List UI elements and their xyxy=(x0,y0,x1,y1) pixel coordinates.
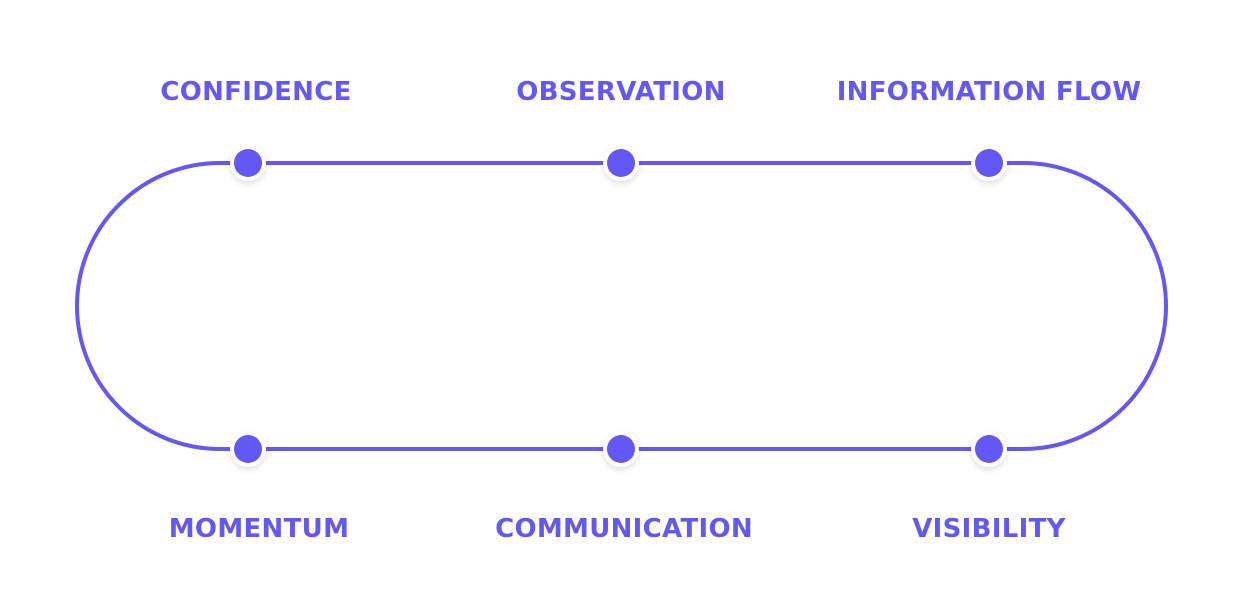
top-label-confidence: CONFIDENCE xyxy=(160,77,352,107)
bottom-label-visibility: VISIBILITY xyxy=(912,514,1066,544)
node-dot xyxy=(234,149,262,177)
node-dot xyxy=(607,435,635,463)
bottom-node-visibility xyxy=(971,431,1007,467)
node-dot xyxy=(234,435,262,463)
top-label-information-flow: INFORMATION FLOW xyxy=(836,77,1142,107)
bottom-node-communication xyxy=(603,431,639,467)
node-dot xyxy=(975,435,1003,463)
top-label-observation: OBSERVATION xyxy=(516,77,726,107)
bottom-label-momentum: MOMENTUM xyxy=(168,514,350,544)
node-dot xyxy=(607,149,635,177)
bottom-node-momentum xyxy=(230,431,266,467)
bottom-label-communication: COMMUNICATION xyxy=(495,514,753,544)
top-node-information-flow xyxy=(971,145,1007,181)
node-dot xyxy=(975,149,1003,177)
top-node-confidence xyxy=(230,145,266,181)
loop-track xyxy=(75,161,1168,451)
top-node-observation xyxy=(603,145,639,181)
